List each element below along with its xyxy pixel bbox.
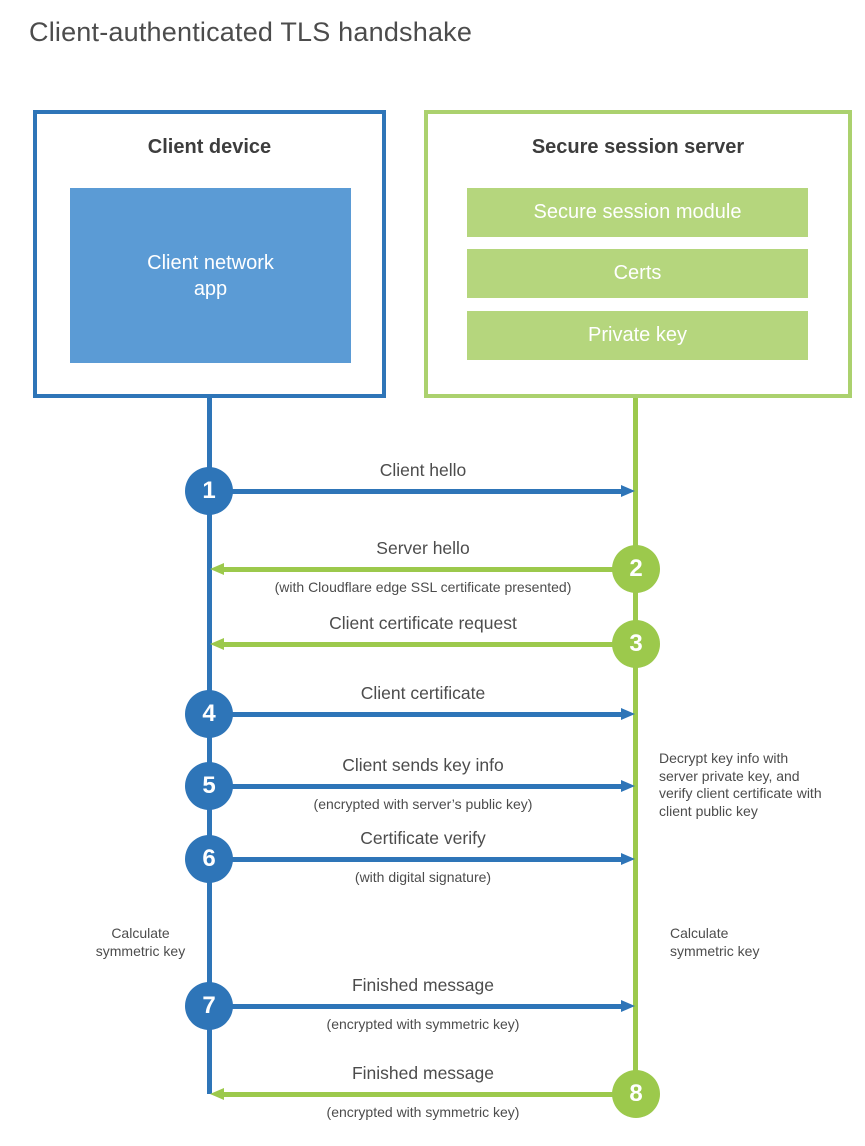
step-5-arrow-right-icon	[209, 780, 635, 792]
step-2-label: Server hello	[376, 538, 470, 558]
step-8-subtitle: (encrypted with symmetric key)	[326, 1104, 520, 1120]
step-8-arrow-left-icon	[210, 1088, 635, 1100]
step-7-subtitle: (encrypted with symmetric key)	[326, 1016, 520, 1032]
step-6-subtitle: (with digital signature)	[354, 869, 492, 885]
step-4-label: Client certificate	[360, 683, 486, 703]
step-8-number: 8	[629, 1080, 643, 1107]
secure-session-module-bar: Secure session module	[467, 188, 808, 237]
step-2-number: 2	[629, 555, 643, 582]
step-6-number: 6	[202, 845, 216, 872]
calculate-symmetric-key-note-client: Calculate symmetric key	[95, 925, 186, 959]
certs-bar: Certs	[467, 249, 808, 298]
calculate-symmetric-key-note-server: Calculate symmetric key	[670, 925, 760, 959]
step-2-arrow-left-icon	[210, 563, 635, 575]
step-5-number: 5	[202, 772, 216, 799]
step-1-number: 1	[202, 477, 216, 504]
step-6-arrow-right-icon	[209, 853, 635, 865]
step-5-label: Client sends key info	[342, 755, 504, 775]
step-5-circle: 5	[185, 762, 233, 810]
step-7-circle: 7	[185, 982, 233, 1030]
step-2-subtitle: (with Cloudflare edge SSL certificate pr…	[274, 579, 572, 595]
step-7-number: 7	[202, 992, 216, 1019]
client-device-title: Client device	[147, 136, 272, 158]
step-4-circle: 4	[185, 690, 233, 738]
client-network-app-box: Client network app	[70, 188, 351, 363]
step-3-number: 3	[629, 630, 643, 657]
step-1-circle: 1	[185, 467, 233, 515]
secure-session-server-title: Secure session server	[531, 136, 745, 158]
step-8-circle: 8	[612, 1070, 660, 1118]
client-network-app-label: Client network app	[147, 251, 274, 300]
step-7-arrow-right-icon	[209, 1000, 635, 1012]
step-8-label: Finished message	[351, 1063, 495, 1083]
step-4-arrow-right-icon	[209, 708, 635, 720]
step-4-number: 4	[202, 700, 216, 727]
step-1-arrow-right-icon	[209, 485, 635, 497]
step-3-arrow-left-icon	[210, 638, 635, 650]
step-3-circle: 3	[612, 620, 660, 668]
private-key-bar: Private key	[467, 311, 808, 360]
step-3-label: Client certificate request	[329, 613, 517, 633]
step-2-circle: 2	[612, 545, 660, 593]
page-title: Client-authenticated TLS handshake	[29, 17, 473, 47]
step-6-label: Certificate verify	[360, 828, 486, 848]
step-5-subtitle: (encrypted with server’s public key)	[313, 796, 533, 812]
step-1-label: Client hello	[379, 460, 467, 480]
step-6-circle: 6	[185, 835, 233, 883]
server-lifeline	[633, 398, 638, 1094]
client-lifeline	[207, 398, 212, 1094]
step-7-label: Finished message	[351, 975, 495, 995]
decrypt-key-note: Decrypt key info with server private key…	[659, 750, 822, 819]
